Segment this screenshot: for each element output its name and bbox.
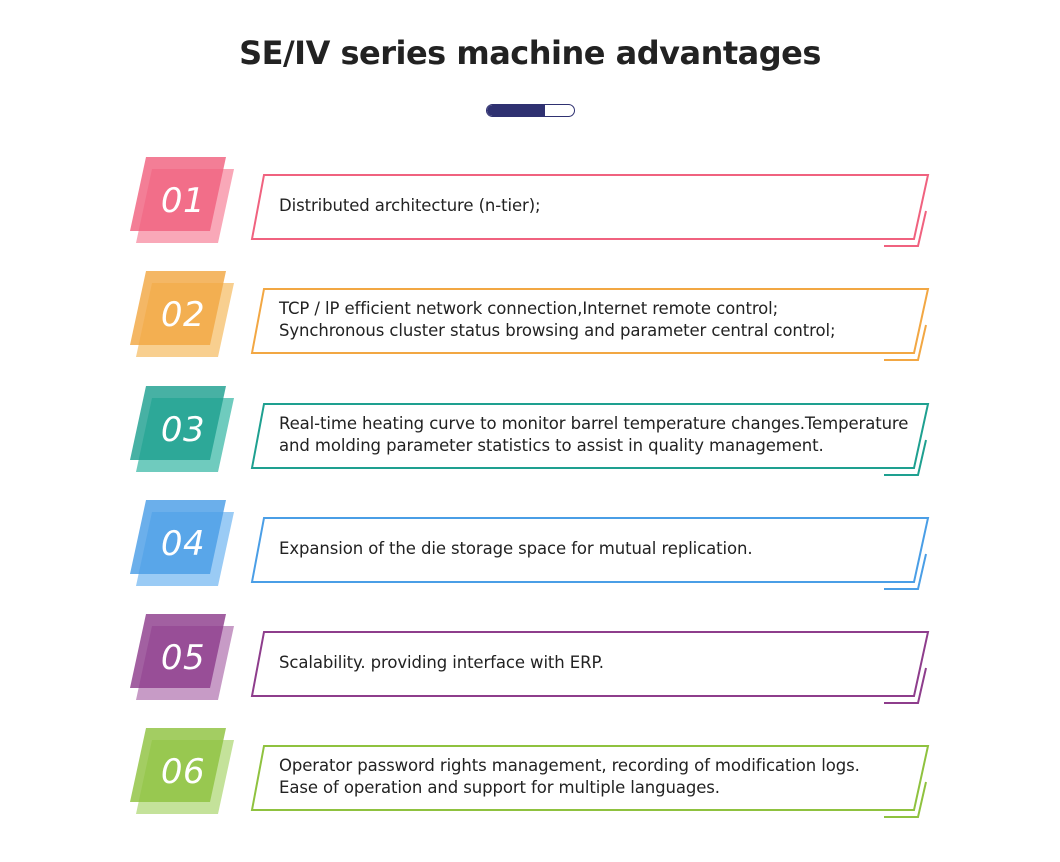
card-frame-shape xyxy=(250,288,930,361)
badge-parallelogram-shape xyxy=(130,157,234,243)
card-frame-shape xyxy=(250,745,930,818)
advantage-text: Operator password rights management, rec… xyxy=(279,744,929,810)
advantage-card: Real-time heating curve to monitor barre… xyxy=(250,402,932,476)
advantage-card: Operator password rights management, rec… xyxy=(250,744,932,818)
number-badge: 02 xyxy=(128,271,238,363)
advantage-item-05: 05 Scalability. providing interface with… xyxy=(0,614,1060,714)
badge-number: 05 xyxy=(160,638,206,678)
advantage-item-03: 03 Real-time heating curve to monitor ba… xyxy=(0,386,1060,486)
advantage-text-line: Distributed architecture (n-tier); xyxy=(279,196,541,215)
number-badge: 01 xyxy=(128,157,238,249)
advantage-text: Distributed architecture (n-tier); xyxy=(279,173,929,239)
badge-number: 02 xyxy=(160,295,206,335)
advantage-text-line: Scalability. providing interface with ER… xyxy=(279,653,604,672)
advantage-card: Distributed architecture (n-tier); xyxy=(250,173,932,247)
advantage-text: Real-time heating curve to monitor barre… xyxy=(279,402,929,468)
badge-number: 01 xyxy=(160,181,206,221)
badge-number: 06 xyxy=(160,752,206,792)
advantage-text-line: Ease of operation and support for multip… xyxy=(279,778,720,797)
badge-parallelogram-shape xyxy=(130,728,234,814)
card-frame-shape xyxy=(250,631,930,704)
page-title: SE/IV series machine advantages xyxy=(239,34,821,72)
badge-number: 03 xyxy=(160,410,206,450)
advantage-item-02: 02 TCP / lP efficient network connection… xyxy=(0,271,1060,371)
badge-parallelogram-shape xyxy=(130,614,234,700)
advantage-card: TCP / lP efficient network connection,In… xyxy=(250,287,932,361)
badge-parallelogram-shape xyxy=(130,386,234,472)
number-badge: 03 xyxy=(128,386,238,478)
advantage-text-line: Real-time heating curve to monitor barre… xyxy=(279,414,909,433)
advantage-text-line: Operator password rights management, rec… xyxy=(279,756,860,775)
badge-parallelogram-shape xyxy=(130,500,234,586)
card-frame-shape xyxy=(250,403,930,476)
advantage-text: Expansion of the die storage space for m… xyxy=(279,516,929,582)
title-progress-bar xyxy=(486,104,575,117)
advantage-text: Scalability. providing interface with ER… xyxy=(279,630,929,696)
advantage-text-line: Synchronous cluster status browsing and … xyxy=(279,321,836,340)
advantage-item-01: 01 Distributed architecture (n-tier); xyxy=(0,157,1060,257)
advantage-text-line: Expansion of the die storage space for m… xyxy=(279,539,753,558)
advantage-text: TCP / lP efficient network connection,In… xyxy=(279,287,929,353)
card-frame-shape xyxy=(250,174,930,247)
badge-parallelogram-shape xyxy=(130,271,234,357)
title-progress-fill xyxy=(487,105,546,116)
advantage-card: Expansion of the die storage space for m… xyxy=(250,516,932,590)
card-frame-shape xyxy=(250,517,930,590)
advantage-item-04: 04 Expansion of the die storage space fo… xyxy=(0,500,1060,600)
advantage-card: Scalability. providing interface with ER… xyxy=(250,630,932,704)
badge-number: 04 xyxy=(160,524,206,564)
advantage-item-06: 06 Operator password rights management, … xyxy=(0,728,1060,828)
number-badge: 05 xyxy=(128,614,238,706)
advantage-text-line: TCP / lP efficient network connection,In… xyxy=(279,299,779,318)
number-badge: 06 xyxy=(128,728,238,820)
advantage-text-line: and molding parameter statistics to assi… xyxy=(279,436,824,455)
number-badge: 04 xyxy=(128,500,238,592)
